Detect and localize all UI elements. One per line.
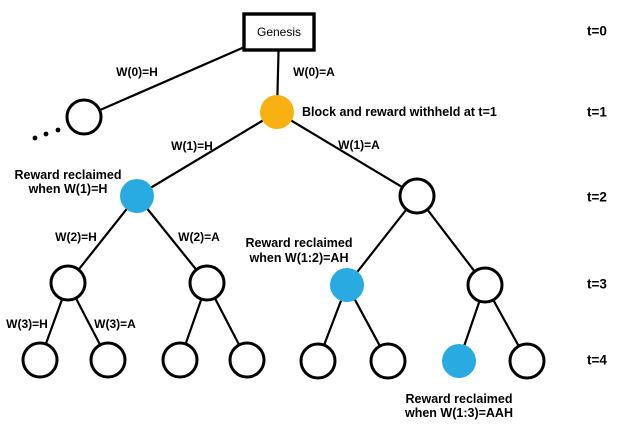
label-withheld-at-t1: Block and reward withheld at t=1 — [302, 105, 497, 119]
node-t4-1 — [21, 341, 59, 379]
node-t4-reclaimed-w13aah — [442, 344, 476, 378]
tree-edge-5 — [136, 195, 208, 284]
node-t3-1 — [49, 264, 87, 302]
node-t4-6 — [369, 342, 407, 380]
label-reclaimed-w12ah-line-1: Reward reclaimed — [246, 236, 353, 250]
ellipsis-dot-1 — [43, 131, 49, 137]
node-t2-reclaimed-w1h — [120, 179, 154, 213]
node-t3-reclaimed-w12ah — [330, 268, 364, 302]
node-t1-honest — [65, 98, 103, 136]
genesis-label: Genesis — [257, 25, 301, 39]
time-label-t4: t=4 — [587, 353, 607, 368]
node-t4-5 — [299, 342, 337, 380]
node-t2-adversary — [398, 177, 436, 215]
time-label-t1: t=1 — [587, 105, 607, 120]
edge-label-w-1-h: W(1)=H — [171, 139, 213, 153]
tree-edge-2 — [136, 111, 278, 197]
time-label-t2: t=2 — [587, 190, 607, 205]
edge-label-w-3-a: W(3)=A — [94, 317, 136, 331]
label-reclaimed-w1h-line-1: Reward reclaimed — [15, 168, 122, 182]
tree-edge-3 — [276, 111, 418, 197]
node-t3-4 — [466, 266, 504, 304]
node-t1-withheld-block — [260, 95, 294, 129]
edge-label-w-0-h: W(0)=H — [116, 65, 158, 79]
label-reclaimed-w12ah-line-2: when W(1:2)=AH — [249, 251, 349, 265]
ellipsis-dot-0 — [32, 135, 38, 141]
tree-edge-7 — [416, 195, 486, 286]
node-t4-2 — [89, 341, 127, 379]
time-label-t0: t=0 — [587, 24, 607, 39]
ellipsis-dot-2 — [55, 127, 61, 133]
edge-label-w-3-h: W(3)=H — [6, 317, 48, 331]
label-reclaimed-w13aah-line-1: Reward reclaimed — [406, 392, 513, 406]
edge-label-w-1-a: W(1)=A — [338, 138, 380, 152]
tree-edge-6 — [346, 195, 418, 286]
label-reclaimed-w1h-line-2: when W(1)=H — [28, 182, 108, 196]
node-t4-3 — [161, 341, 199, 379]
edge-label-w-2-a: W(2)=A — [178, 230, 220, 244]
label-withheld-at-t1-line-1: Block and reward withheld at t=1 — [302, 105, 497, 119]
node-t4-4 — [228, 341, 266, 379]
tree-edge-4 — [67, 195, 138, 284]
label-reclaimed-w13aah-line-2: when W(1:3)=AAH — [404, 406, 513, 420]
time-label-t3: t=3 — [587, 277, 607, 292]
edge-label-w-2-h: W(2)=H — [55, 230, 97, 244]
node-t4-8 — [508, 342, 546, 380]
edge-label-w-0-a: W(0)=A — [293, 65, 335, 79]
node-t3-2 — [188, 264, 226, 302]
genesis-block — [242, 12, 316, 52]
